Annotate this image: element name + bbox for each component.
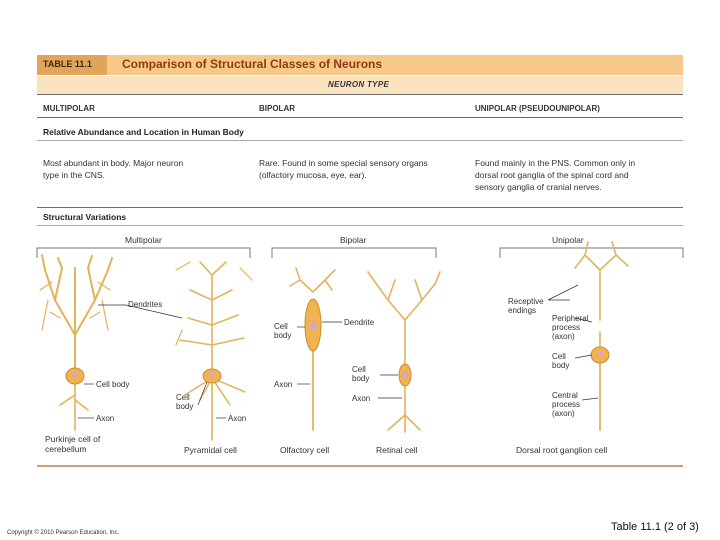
name-olfactory: Olfactory cell bbox=[280, 445, 329, 455]
label-dendrite: Dendrite bbox=[344, 318, 374, 327]
name-pyramidal: Pyramidal cell bbox=[184, 445, 237, 455]
name-drg: Dorsal root ganglion cell bbox=[516, 445, 607, 455]
label-olfactory-axon: Axon bbox=[274, 380, 292, 389]
bottom-rule bbox=[37, 465, 683, 467]
label-purkinje-cell-body: Cell body bbox=[96, 380, 129, 389]
slide-caption: Table 11.1 (2 of 3) bbox=[611, 521, 699, 533]
label-retinal-axon: Axon bbox=[352, 394, 370, 403]
label-pyramidal-axon: Axon bbox=[228, 414, 246, 423]
name-retinal: Retinal cell bbox=[376, 445, 418, 455]
purkinje-cell-drawing bbox=[40, 255, 112, 430]
label-dendrites: Dendrites bbox=[128, 300, 162, 309]
copyright-notice: Copyright © 2010 Pearson Education, Inc. bbox=[7, 530, 119, 536]
retinal-cell-drawing bbox=[368, 272, 440, 432]
label-purkinje-axon: Axon bbox=[96, 414, 114, 423]
